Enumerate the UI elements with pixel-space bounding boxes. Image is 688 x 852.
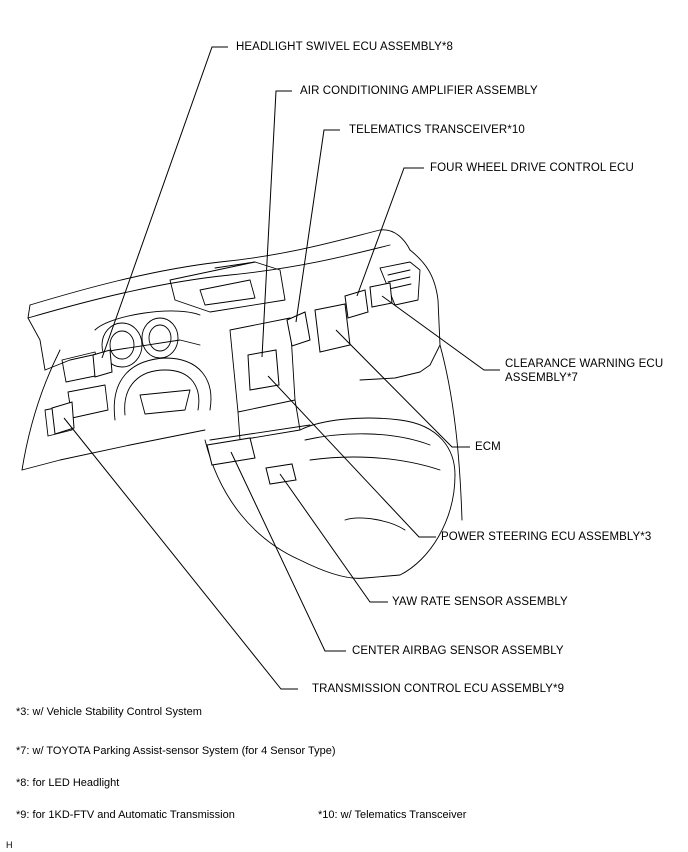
leader-lines bbox=[63, 46, 500, 690]
components bbox=[51, 282, 393, 485]
label-four-wheel-drive-ecu: FOUR WHEEL DRIVE CONTROL ECU bbox=[430, 162, 634, 174]
label-clearance-warning-ecu-line1: CLEARANCE WARNING ECU bbox=[505, 358, 664, 370]
footnote-8: *8: for LED Headlight bbox=[16, 777, 120, 789]
label-transmission-control-ecu: TRANSMISSION CONTROL ECU ASSEMBLY*9 bbox=[312, 683, 565, 695]
corner-mark: H bbox=[6, 840, 13, 850]
yaw-rate-sensor bbox=[265, 463, 297, 485]
label-clearance-warning-ecu-line2: ASSEMBLY*7 bbox=[505, 372, 579, 384]
transmission-ecu bbox=[51, 401, 75, 435]
label-yaw-rate-sensor: YAW RATE SENSOR ASSEMBLY bbox=[392, 596, 568, 608]
label-power-steering-ecu: POWER STEERING ECU ASSEMBLY*3 bbox=[441, 531, 652, 543]
footnote-3: *3: w/ Vehicle Stability Control System bbox=[16, 706, 202, 718]
label-ecm: ECM bbox=[475, 441, 501, 453]
label-center-airbag-sensor: CENTER AIRBAG SENSOR ASSEMBLY bbox=[352, 645, 564, 657]
clearance-warning-ecu bbox=[369, 282, 393, 308]
footnote-10: *10: w/ Telematics Transceiver bbox=[318, 809, 467, 821]
headlight-swivel-ecu bbox=[92, 349, 113, 378]
label-air-conditioning-amplifier: AIR CONDITIONING AMPLIFIER ASSEMBLY bbox=[300, 85, 538, 97]
center-airbag-sensor bbox=[206, 437, 256, 466]
ecm bbox=[314, 303, 351, 353]
telematics-transceiver bbox=[286, 311, 311, 347]
four-wheel-drive-ecu bbox=[344, 289, 369, 319]
footnote-9: *9: for 1KD-FTV and Automatic Transmissi… bbox=[16, 809, 235, 821]
dashboard-body bbox=[21, 229, 463, 579]
air-conditioning-amplifier bbox=[247, 349, 280, 391]
footnote-7: *7: w/ TOYOTA Parking Assist-sensor Syst… bbox=[16, 745, 336, 757]
label-telematics-transceiver: TELEMATICS TRANSCEIVER*10 bbox=[349, 124, 525, 136]
label-headlight-swivel-ecu: HEADLIGHT SWIVEL ECU ASSEMBLY*8 bbox=[236, 41, 453, 53]
